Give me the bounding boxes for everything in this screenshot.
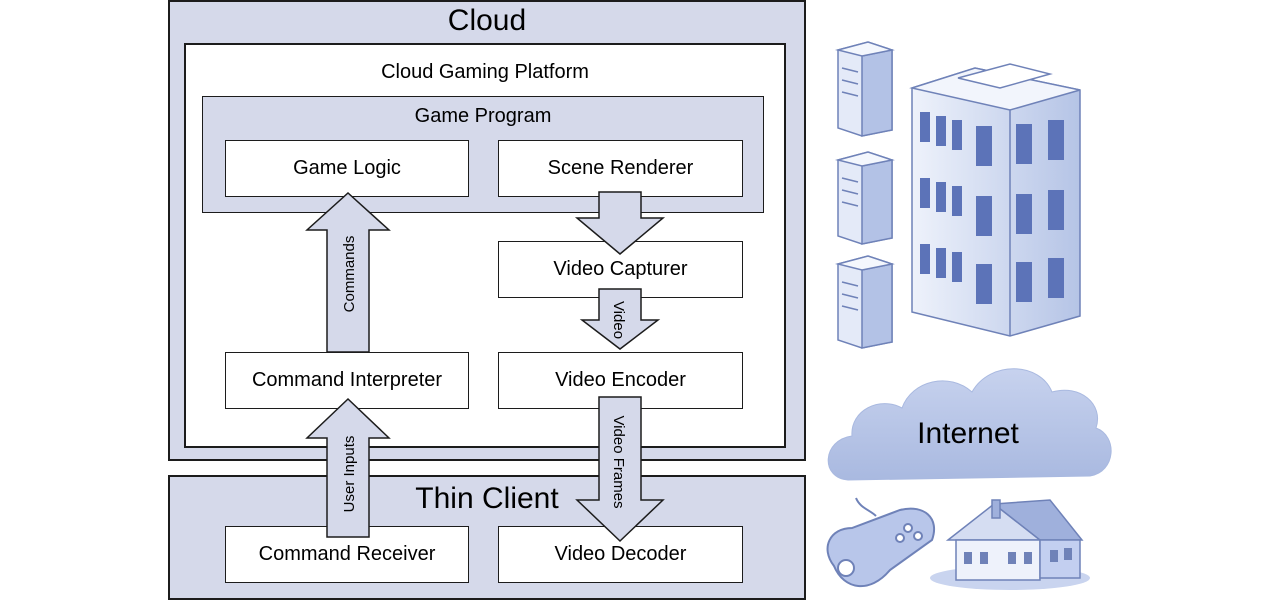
video-frames-arrow: [575, 396, 665, 543]
server-icon: [835, 151, 895, 245]
commands-arrow-label: Commands: [341, 236, 358, 313]
renderer-to-capturer-arrow: [574, 191, 666, 255]
user-inputs-arrow-label: User Inputs: [341, 436, 358, 513]
game-program-title: Game Program: [414, 105, 552, 127]
server-icon: [835, 41, 895, 137]
user-inputs-arrow: [305, 397, 391, 538]
office-building-icon: [909, 63, 1081, 337]
platform-title: Cloud Gaming Platform: [381, 61, 589, 83]
internet-label: Internet: [917, 417, 1019, 450]
video-frames-arrow-label: Video Frames: [610, 415, 627, 508]
house-icon: [930, 499, 1090, 590]
command-receiver-box: Command Receiver: [225, 526, 469, 583]
video-arrow-label: Video: [610, 301, 627, 339]
thin-client-title: Thin Client: [415, 482, 559, 515]
game-logic-box: Game Logic: [225, 140, 469, 197]
scene-renderer-box: Scene Renderer: [498, 140, 743, 197]
server-icon: [835, 255, 895, 349]
video-arrow: [579, 288, 661, 350]
commands-arrow: [305, 191, 391, 353]
cloud-title: Cloud: [447, 4, 527, 37]
internet-cloud-icon: [827, 368, 1112, 481]
game-controller-icon: [826, 497, 935, 587]
